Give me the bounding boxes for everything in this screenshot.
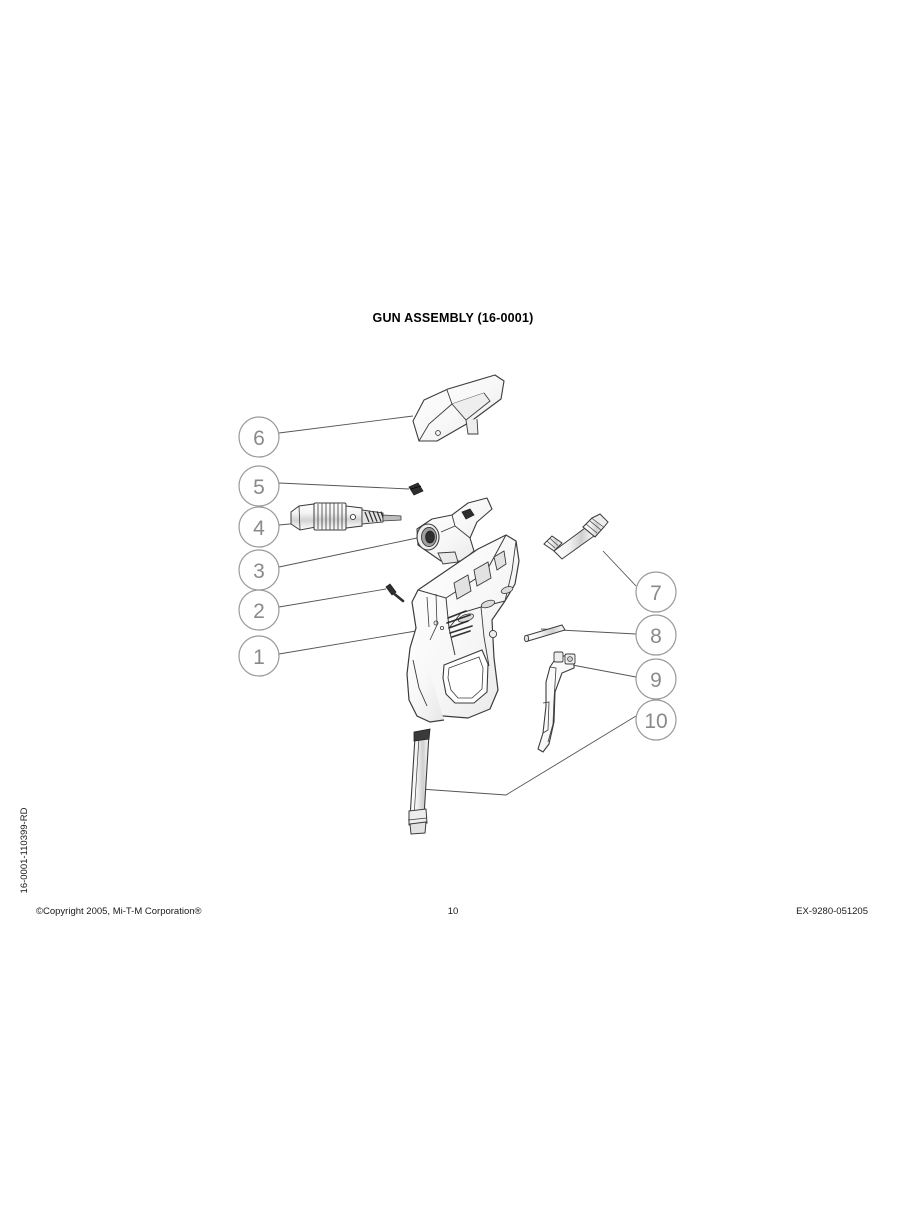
part-set-screw: [408, 482, 424, 496]
callout-8-label: 8: [650, 625, 662, 648]
callout-5[interactable]: 5: [238, 465, 280, 507]
copyright-notice: ©Copyright 2005, Mi-T-M Corporation®: [36, 906, 202, 917]
callout-7-label: 7: [650, 582, 662, 605]
part-safety-latch: [537, 651, 576, 753]
part-valve-stem-assembly: [290, 502, 402, 531]
part-lance-extension-tube: [407, 728, 431, 835]
part-inlet-nipple: [543, 513, 609, 560]
drawing-revision-code: 16-0001-110399-RD: [19, 807, 30, 894]
part-screw: [385, 583, 405, 603]
callout-4[interactable]: 4: [238, 506, 280, 548]
callout-4-label: 4: [253, 517, 265, 540]
warning-label-texture: [446, 610, 473, 638]
callout-1-label: 1: [253, 646, 265, 669]
page-number: 10: [447, 906, 459, 917]
callout-3-label: 3: [253, 560, 265, 583]
document-number: EX-9280-051205: [796, 906, 868, 917]
callout-5-label: 5: [253, 476, 265, 499]
callout-1[interactable]: 1: [238, 635, 280, 677]
callout-9[interactable]: 9: [635, 658, 677, 700]
part-valve-body: [416, 497, 493, 565]
callout-6-label: 6: [253, 427, 265, 450]
callout-3[interactable]: 3: [238, 549, 280, 591]
callout-2[interactable]: 2: [238, 589, 280, 631]
part-trigger-lever: [412, 374, 505, 442]
page-title: GUN ASSEMBLY (16-0001): [372, 311, 534, 325]
callout-balloons: 6 5 4 3 2: [238, 416, 677, 741]
callout-2-label: 2: [253, 600, 265, 623]
page-footer: ©Copyright 2005, Mi-T-M Corporation® 10 …: [0, 906, 906, 926]
part-gun-body-handle: [406, 534, 520, 723]
callout-7[interactable]: 7: [635, 571, 677, 613]
callout-9-label: 9: [650, 669, 662, 692]
callout-10[interactable]: 10: [635, 699, 677, 741]
callout-6[interactable]: 6: [238, 416, 280, 458]
callout-10-label: 10: [644, 710, 667, 733]
part-pivot-pin: [523, 624, 566, 643]
callout-8[interactable]: 8: [635, 614, 677, 656]
